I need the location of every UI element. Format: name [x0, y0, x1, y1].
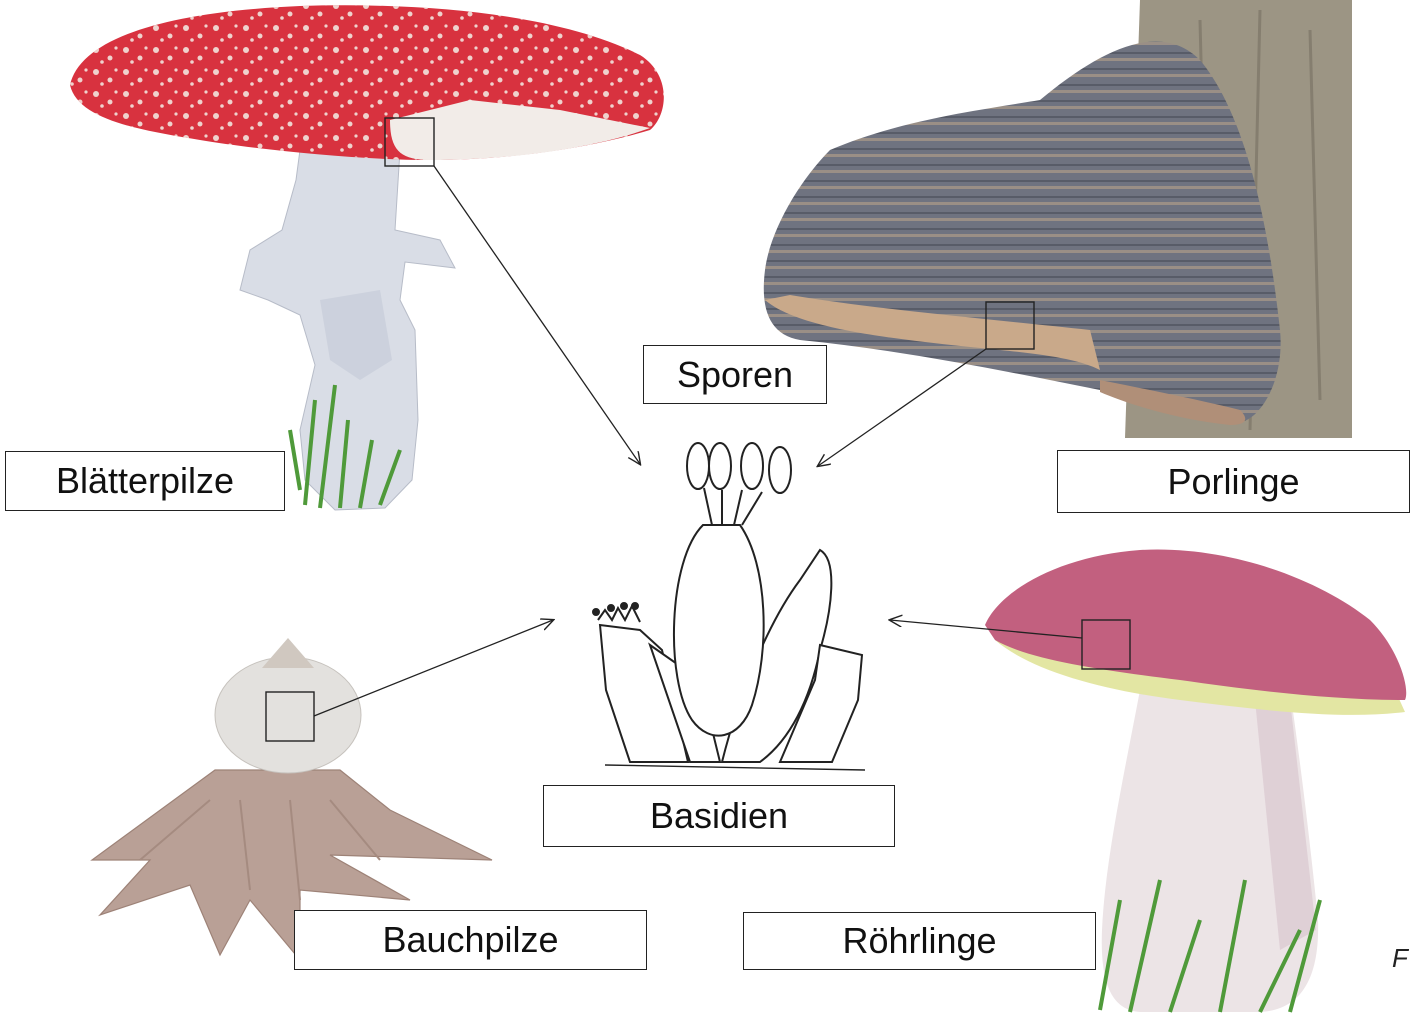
corner-mark: F	[1392, 943, 1408, 974]
label-basidien: Basidien	[543, 785, 895, 847]
ground-line	[605, 765, 865, 770]
spore-4	[769, 447, 791, 493]
young-spore-dot	[608, 605, 614, 611]
basidium-main-body	[674, 525, 764, 736]
bracket-body	[764, 41, 1281, 422]
spore-3	[741, 443, 763, 489]
arrow-bauchpilze	[314, 620, 553, 716]
bracket-fungus-photo	[764, 0, 1352, 438]
sterigmata	[704, 488, 762, 525]
earthstar-tip	[262, 638, 314, 668]
spore-2	[709, 443, 731, 489]
label-bauchpilze: Bauchpilze	[294, 910, 647, 970]
earthstar-ball	[215, 657, 361, 773]
label-roehrlinge: Röhrlinge	[743, 912, 1096, 970]
label-blaetterpilze: Blätterpilze	[5, 451, 285, 511]
spore-1	[687, 443, 709, 489]
arrow-porlinge	[818, 349, 986, 466]
label-sporen: Sporen	[643, 345, 827, 404]
bolete-cap	[985, 550, 1406, 700]
young-spore-dot	[632, 603, 638, 609]
young-spore-dot	[621, 603, 627, 609]
young-spore-dot	[593, 609, 599, 615]
fly-agaric-photo	[70, 5, 664, 510]
label-porlinge: Porlinge	[1057, 450, 1410, 513]
basidium-drawing	[593, 443, 865, 770]
arrow-blaetterpilze	[434, 166, 640, 464]
